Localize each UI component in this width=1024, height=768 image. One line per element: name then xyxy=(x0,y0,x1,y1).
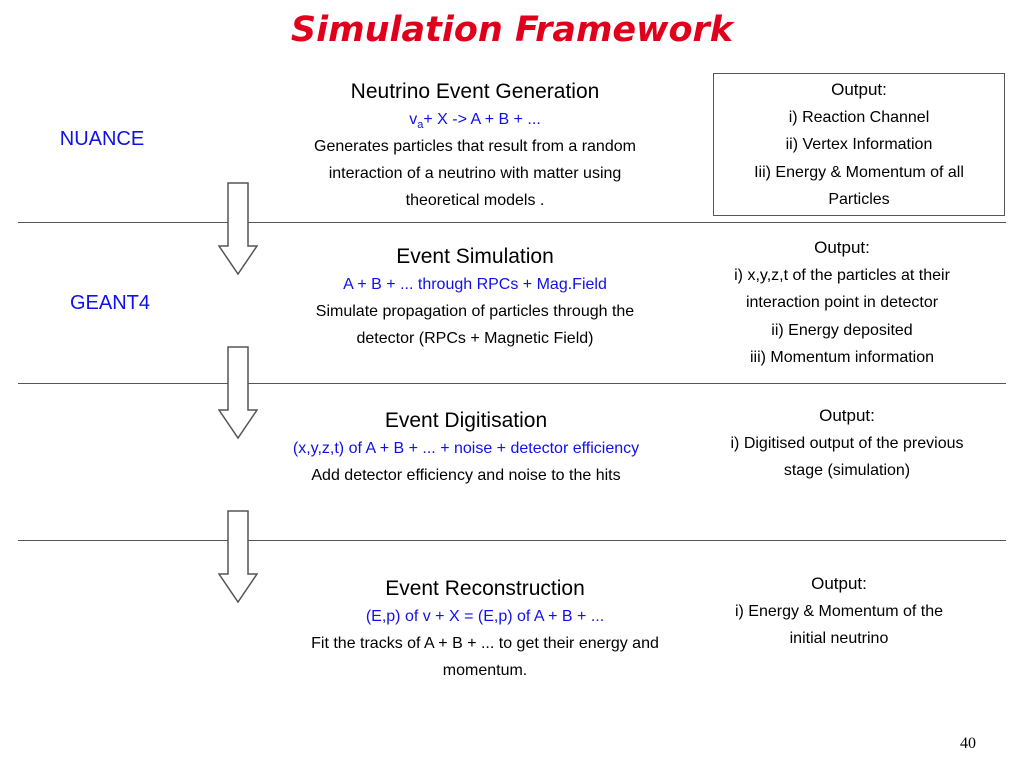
output-line: Particles xyxy=(828,191,890,208)
stage-equation: A + B + ... through RPCs + Mag.Field xyxy=(343,276,607,293)
separator-line xyxy=(18,383,1006,384)
stage-description-line: Add detector efficiency and noise to the… xyxy=(311,467,621,484)
output-line: i) Digitised output of the previous xyxy=(730,434,964,452)
output-line: i) Energy & Momentum of the xyxy=(734,602,944,620)
output-event-digitisation: Output: i) Digitised output of the previ… xyxy=(702,402,992,485)
output-line: iii) Momentum information xyxy=(749,349,935,366)
output-heading: Output: xyxy=(819,406,875,425)
stage-event-digitisation: Event Digitisation (x,y,z,t) of A + B + … xyxy=(241,407,691,489)
stage-equation: va+ X -> A + B + ... xyxy=(250,106,700,133)
equation-subscript: a xyxy=(417,119,424,132)
output-line: ii) Vertex Information xyxy=(785,136,933,153)
stage-title: Neutrino Event Generation xyxy=(350,80,600,103)
stage-description-line: detector (RPCs + Magnetic Field) xyxy=(356,330,594,347)
output-line: ii) Energy deposited xyxy=(771,321,913,339)
stage-title: Event Digitisation xyxy=(384,409,548,432)
page-number: 40 xyxy=(960,735,976,752)
stage-equation: (x,y,z,t) of A + B + ... + noise + detec… xyxy=(292,440,640,457)
output-line: i) x,y,z,t of the particles at their xyxy=(734,266,950,284)
tool-label-geant4: GEANT4 xyxy=(69,292,151,314)
output-line: interaction point in detector xyxy=(745,294,939,311)
equation-symbol: v xyxy=(409,111,418,128)
stage-equation: (E,p) of v + X = (E,p) of A + B + ... xyxy=(365,608,605,625)
output-line: initial neutrino xyxy=(789,630,889,647)
stage-event-simulation: Event Simulation A + B + ... through RPC… xyxy=(250,243,700,352)
stage-description-line: Generates particles that result from a r… xyxy=(314,138,636,155)
stage-description-line: theoretical models . xyxy=(405,192,545,209)
slide-title: Simulation Framework xyxy=(290,10,734,50)
stage-event-generation: Neutrino Event Generation va+ X -> A + B… xyxy=(250,78,700,214)
down-arrow-icon xyxy=(218,510,258,604)
stage-description-line: Fit the tracks of A + B + ... to get the… xyxy=(311,635,659,652)
output-event-reconstruction: Output: i) Energy & Momentum of the init… xyxy=(694,570,984,653)
output-heading: Output: xyxy=(811,574,867,593)
output-event-simulation: Output: i) x,y,z,t of the particles at t… xyxy=(697,234,987,372)
output-heading: Output: xyxy=(831,80,887,99)
stage-title: Event Reconstruction xyxy=(385,577,585,600)
down-arrow-icon xyxy=(218,346,258,440)
equation-text: + X -> A + B + ... xyxy=(423,111,541,128)
output-heading: Output: xyxy=(814,238,870,257)
output-box-event-generation: Output: i) Reaction Channel ii) Vertex I… xyxy=(713,73,1005,216)
output-line: stage (simulation) xyxy=(783,462,911,479)
tool-label-nuance: NUANCE xyxy=(59,128,145,150)
stage-description-line: Simulate propagation of particles throug… xyxy=(315,303,635,320)
separator-line xyxy=(18,222,1006,223)
stage-description-line: interaction of a neutrino with matter us… xyxy=(328,165,622,182)
stage-description-line: momentum. xyxy=(442,662,528,679)
separator-line xyxy=(18,540,1006,541)
output-line: Iii) Energy & Momentum of all xyxy=(754,163,964,181)
stage-event-reconstruction: Event Reconstruction (E,p) of v + X = (E… xyxy=(260,575,710,684)
down-arrow-icon xyxy=(218,182,258,276)
output-line: i) Reaction Channel xyxy=(788,108,930,126)
stage-title: Event Simulation xyxy=(396,245,554,268)
